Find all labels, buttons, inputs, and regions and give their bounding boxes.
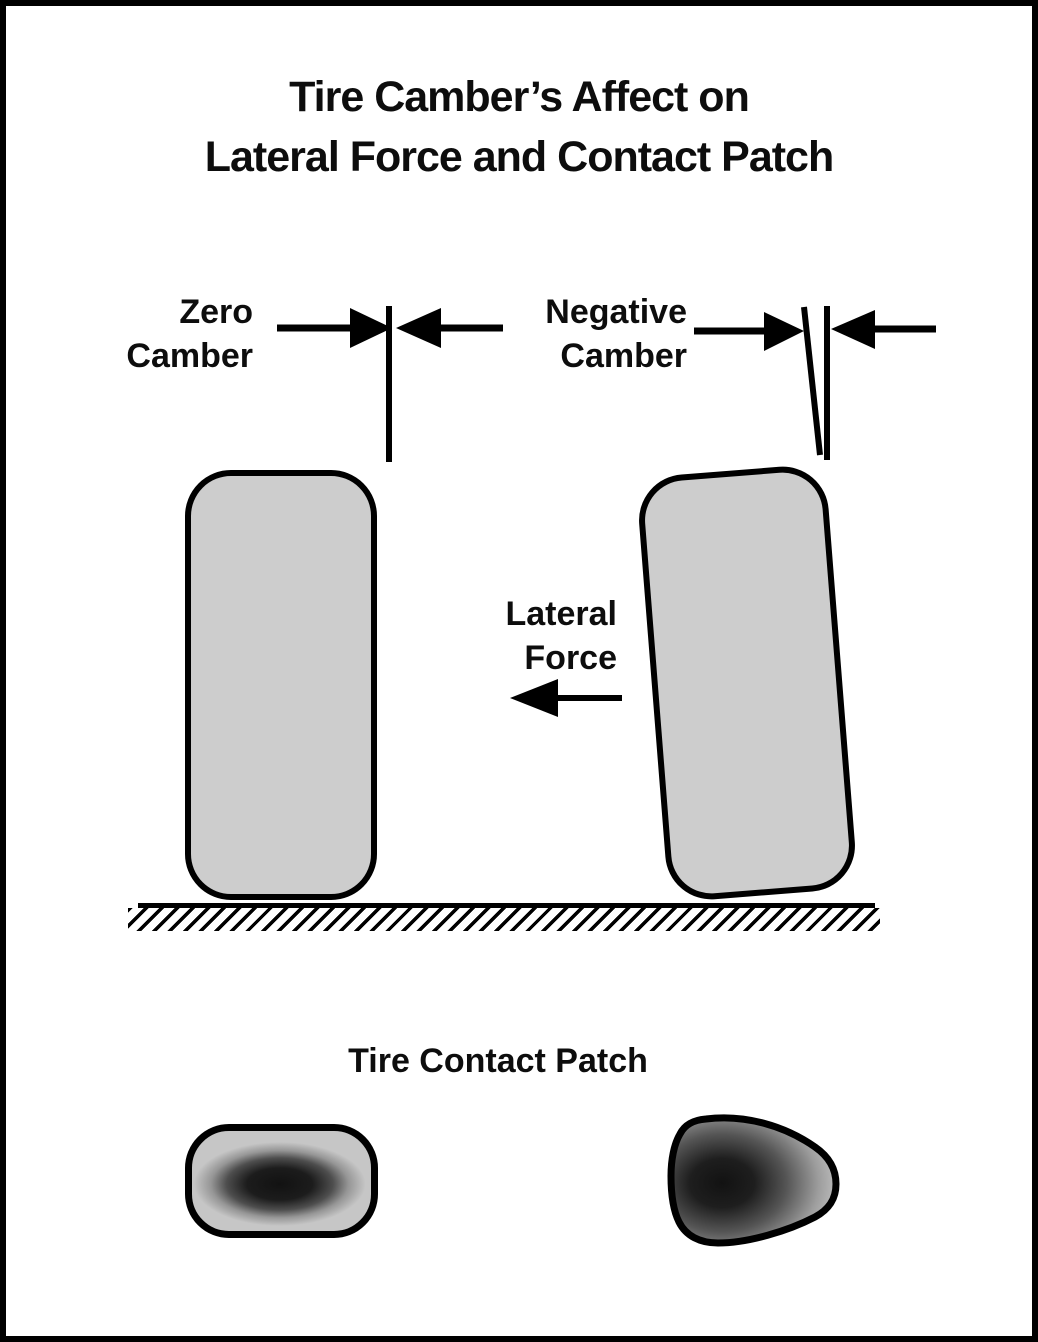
lateral-force-label: Lateral Force: [420, 592, 618, 680]
negative-camber-label-line-2: Camber: [560, 337, 687, 375]
zero-camber-arrows-icon: [277, 306, 503, 462]
negative-camber-right-arrowhead-icon: [831, 310, 875, 349]
lateral-force-arrowhead-icon: [510, 679, 558, 717]
negative-camber-contact-patch: [667, 1114, 840, 1247]
page-title: Tire Camber’s Affect on Lateral Force an…: [0, 67, 1038, 187]
page-title-line-2: Lateral Force and Contact Patch: [204, 133, 835, 181]
contact-patch-heading: Tire Contact Patch: [348, 1042, 648, 1080]
zero-camber-contact-patch: [185, 1124, 378, 1238]
negative-camber-tilted-line: [801, 306, 823, 456]
lateral-force-arrow-icon: [510, 679, 622, 717]
negative-camber-label: Negative Camber: [440, 290, 687, 378]
zero-camber-label: Zero Camber: [60, 290, 253, 378]
negative-camber-label-line-1: Negative: [545, 293, 687, 331]
negative-camber-arrows-icon: [694, 306, 936, 460]
zero-camber-label-line-2: Camber: [126, 337, 253, 375]
negative-camber-left-arrowhead-icon: [764, 312, 804, 351]
page-title-line-1: Tire Camber’s Affect on: [289, 73, 750, 121]
zero-camber-left-arrowhead-icon: [350, 308, 392, 348]
lateral-force-label-line-1: Lateral: [505, 595, 618, 633]
lateral-force-label-line-2: Force: [524, 639, 617, 677]
ground-hatching: [128, 908, 880, 931]
zero-camber-tire: [185, 470, 377, 900]
zero-camber-right-arrowhead-icon: [396, 308, 441, 348]
zero-camber-label-line-1: Zero: [179, 293, 253, 331]
